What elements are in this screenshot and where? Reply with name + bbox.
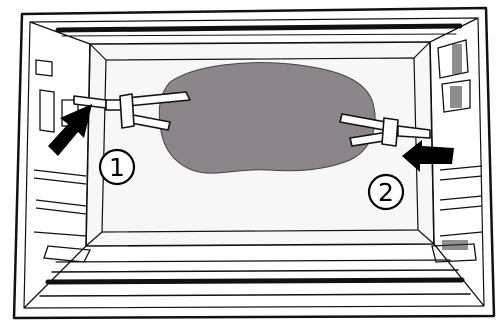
left-side-wall <box>24 22 90 308</box>
callout-2-number: 2 <box>378 178 394 207</box>
callout-1-number: 1 <box>109 153 125 182</box>
